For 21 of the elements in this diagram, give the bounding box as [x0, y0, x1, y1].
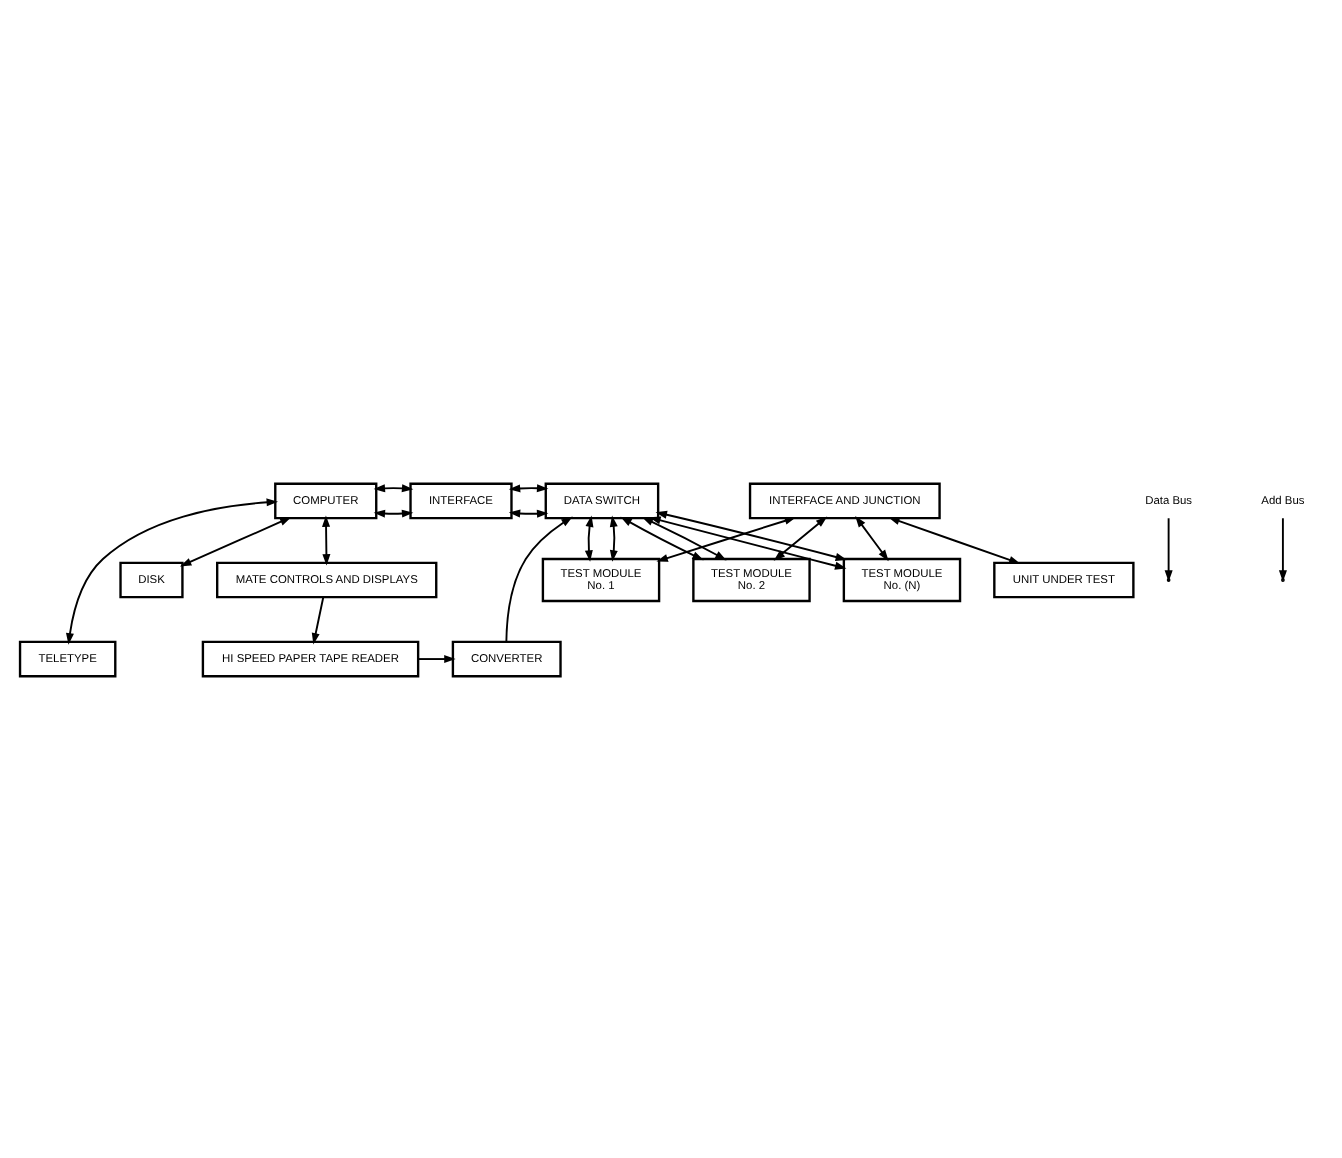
- arrow: [373, 483, 414, 492]
- arrow: [641, 516, 727, 560]
- arrow: [417, 654, 456, 663]
- arrow: [179, 516, 292, 566]
- arrow: [66, 497, 279, 644]
- arrow: [620, 515, 704, 560]
- arrow: [322, 514, 331, 565]
- arrow: [311, 595, 325, 644]
- arrow: [855, 514, 889, 561]
- arrow: [373, 508, 414, 517]
- arrow: [609, 514, 618, 561]
- arrow: [508, 508, 549, 517]
- arrow: [584, 514, 594, 561]
- arrow: [656, 515, 797, 561]
- arrow: [505, 515, 573, 642]
- arrow: [508, 483, 549, 492]
- arrow: [649, 515, 847, 569]
- arrow: [655, 509, 848, 560]
- arrow: [1278, 516, 1287, 581]
- arrow: [773, 515, 828, 560]
- arrow: [888, 516, 1021, 563]
